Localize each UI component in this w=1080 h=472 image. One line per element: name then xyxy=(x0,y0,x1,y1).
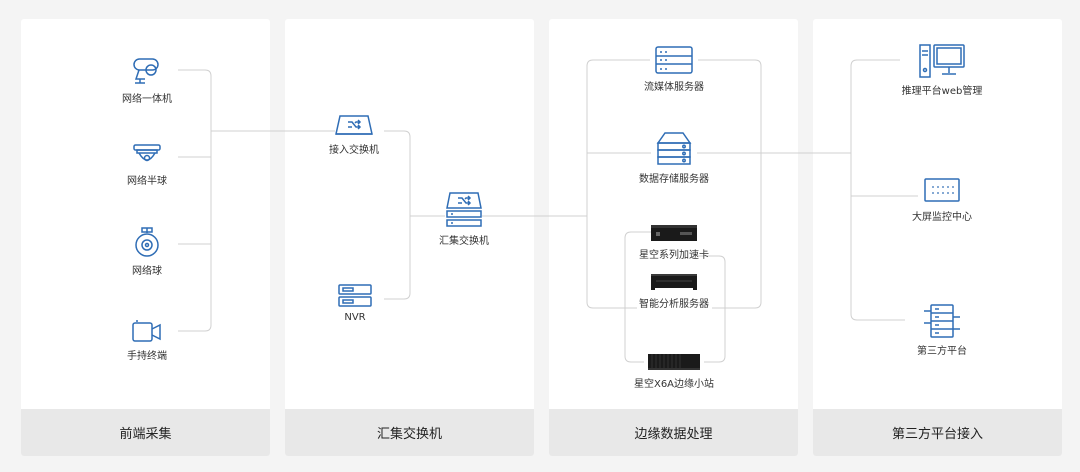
node-network-dome: 网络半球 xyxy=(110,143,184,187)
server-cabinet-icon xyxy=(922,303,962,339)
node-label-accelerator-card: 星空系列加速卡 xyxy=(639,250,709,261)
node-label-aggregation-switch: 汇集交换机 xyxy=(439,236,489,247)
panel-front-end-collection: 前端采集 xyxy=(21,19,270,456)
node-label-network-ball: 网络球 xyxy=(132,266,162,277)
node-third-party-platform: 第三方平台 xyxy=(904,303,980,357)
server-rack-icon xyxy=(654,45,694,75)
node-handheld-terminal: 手持终端 xyxy=(110,318,184,362)
node-label-nvr: NVR xyxy=(344,312,366,323)
node-aggregation-switch: 汇集交换机 xyxy=(432,191,496,247)
panel-title-front-end-collection: 前端采集 xyxy=(21,409,270,456)
panel-title-third-party-access: 第三方平台接入 xyxy=(813,409,1062,456)
node-label-inference-platform: 推理平台web管理 xyxy=(901,86,983,97)
node-network-integrated: 网络一体机 xyxy=(110,57,184,105)
desktop-computer-icon xyxy=(918,43,966,79)
bullet-camera-icon xyxy=(131,57,163,87)
node-streaming-server: 流媒体服务器 xyxy=(634,45,714,93)
node-label-streaming-server: 流媒体服务器 xyxy=(644,82,704,93)
switch-icon xyxy=(334,114,374,138)
node-edge-station: 星空X6A边缘小站 xyxy=(626,350,722,390)
stacked-switch-icon xyxy=(444,191,484,229)
monitor-wall-icon xyxy=(923,177,961,205)
node-label-third-party-platform: 第三方平台 xyxy=(917,346,967,357)
panel-title-aggregation-switch: 汇集交换机 xyxy=(285,409,534,456)
node-label-handheld-terminal: 手持终端 xyxy=(127,351,167,362)
node-label-big-screen: 大屏监控中心 xyxy=(912,212,972,223)
node-network-ball: 网络球 xyxy=(110,227,184,277)
edge-station-image xyxy=(646,350,702,372)
node-label-analysis-server: 智能分析服务器 xyxy=(639,299,709,310)
ptz-camera-icon xyxy=(131,227,163,259)
accelerator-card-image xyxy=(650,223,698,243)
panel-title-edge-processing: 边缘数据处理 xyxy=(549,409,798,456)
node-nvr: NVR xyxy=(330,283,380,323)
analysis-server-image xyxy=(650,272,698,292)
node-label-network-integrated: 网络一体机 xyxy=(122,94,172,105)
node-label-edge-station: 星空X6A边缘小站 xyxy=(633,379,715,390)
node-access-switch: 接入交换机 xyxy=(322,114,386,156)
nvr-icon xyxy=(337,283,373,309)
node-storage-server: 数据存储服务器 xyxy=(626,131,722,185)
node-inference-platform: 推理平台web管理 xyxy=(888,43,996,97)
node-big-screen: 大屏监控中心 xyxy=(896,177,988,223)
dome-camera-icon xyxy=(131,143,163,169)
node-accelerator-card: 星空系列加速卡 xyxy=(626,223,722,261)
panel-aggregation-switch: 汇集交换机 xyxy=(285,19,534,456)
node-label-network-dome: 网络半球 xyxy=(127,176,167,187)
handheld-camera-icon xyxy=(131,318,163,344)
node-label-storage-server: 数据存储服务器 xyxy=(639,174,709,185)
node-analysis-server: 智能分析服务器 xyxy=(626,272,722,310)
storage-server-icon xyxy=(656,131,692,167)
node-label-access-switch: 接入交换机 xyxy=(329,145,379,156)
